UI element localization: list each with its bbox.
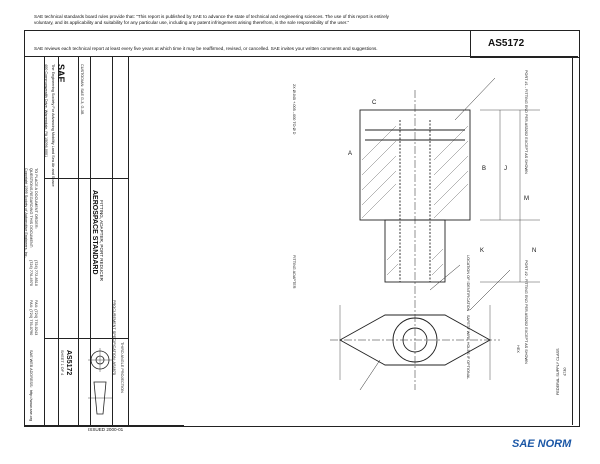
dim-n: N bbox=[532, 248, 536, 254]
tb-hline-1 bbox=[44, 178, 128, 179]
fax-2: FAX: (724) 776-0243 bbox=[34, 300, 38, 336]
dim-k: K bbox=[480, 248, 484, 254]
sae-logo-caption: The Engineering Society For Advancing Mo… bbox=[51, 64, 55, 187]
web-address: http://www.sae.org bbox=[29, 390, 33, 422]
aerospace-standard: AEROSPACE STANDARD bbox=[91, 190, 98, 275]
tb-line-4 bbox=[90, 56, 91, 425]
hex-label: HEX bbox=[516, 345, 520, 353]
sae-norm-logo: SAE NORM bbox=[512, 438, 572, 450]
sheet-number: SHEET 1 OF 4 bbox=[60, 350, 64, 376]
issued-date: ISSUED 2000-01 bbox=[88, 427, 124, 432]
port1-callout: PORT #1 - FITTING END PER AS5202 EXCEPT … bbox=[524, 70, 528, 174]
custodian: CUSTODIAN: SAE G-3, G-3B bbox=[80, 64, 84, 115]
sheet-doc-number: AS5172 bbox=[65, 350, 72, 376]
dim-j: J bbox=[504, 166, 507, 172]
fitting-adapter-label: FITTING ADAPTER bbox=[292, 255, 296, 289]
location-callout: LOCATION OF IDENTIFICATION bbox=[466, 255, 470, 312]
document-title: FITTING, ADAPTER, PORT REDUCER bbox=[99, 200, 104, 281]
web-label: SAE WEB ADDRESS: bbox=[29, 350, 33, 388]
third-angle-projection-icon bbox=[88, 348, 112, 415]
dim-c: C bbox=[372, 100, 377, 106]
dim-m: M bbox=[524, 196, 529, 202]
tb-line-1 bbox=[44, 56, 45, 425]
fitting-drawing: J M B C A K N bbox=[330, 77, 540, 391]
legal-text-3: SAE reviews each technical report at lea… bbox=[34, 46, 378, 51]
dim-a: A bbox=[348, 151, 352, 157]
legal-text-1: SAE technical standards board rules prov… bbox=[34, 14, 389, 19]
third-angle-label: THIRD ANGLE PROJECTION bbox=[120, 342, 124, 393]
sae-address: 400 Commonwealth Drive, Warrendale, PA 1… bbox=[44, 64, 48, 158]
phone-2: (724) 772-8510 bbox=[34, 260, 38, 286]
tb-line-2 bbox=[58, 56, 59, 425]
doc-number: AS5172 bbox=[488, 38, 525, 49]
legal-text-2: voluntary, and its applicability and sui… bbox=[34, 20, 350, 25]
diameter-note: 2X Ø.045 +.005 -.000 TO Ø D bbox=[292, 84, 296, 135]
tb-hline-bottom bbox=[24, 425, 184, 426]
tb-line-3 bbox=[78, 56, 79, 425]
drawing-frame bbox=[24, 30, 580, 427]
copyright-3: TO PLACE A DOCUMENT ORDER: bbox=[34, 168, 38, 229]
dim-b: B bbox=[482, 166, 486, 172]
port2-callout: PORT #2 - FITTING END PER AS5202 EXCEPT … bbox=[524, 260, 528, 364]
doc-number-box bbox=[470, 30, 580, 58]
right-border-line bbox=[572, 56, 573, 425]
safety-wire-callout: SAFETY WIRE HOLES IF OPTIONAL bbox=[466, 315, 470, 380]
sae-logo-small: SAE bbox=[56, 64, 66, 83]
tb-line-5 bbox=[112, 56, 113, 425]
tb-hline-2 bbox=[44, 338, 128, 339]
tb-line-6 bbox=[128, 56, 129, 425]
header-divider bbox=[24, 56, 578, 57]
